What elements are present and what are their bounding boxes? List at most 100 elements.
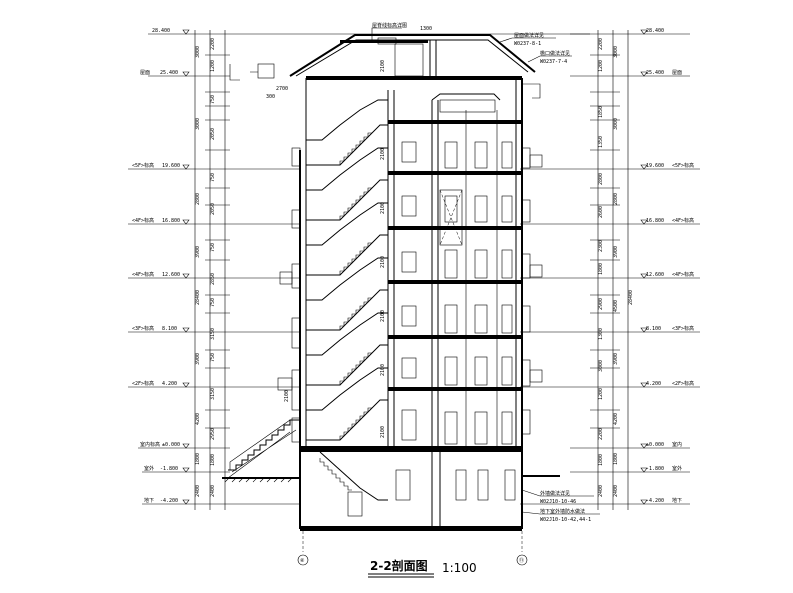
callout-ridge: 屋脊线标高详图	[372, 22, 407, 29]
left-dim-outer-0: 3000	[195, 46, 201, 58]
axis-bubble-right	[516, 554, 528, 566]
left-elev-prefix-4f-a: <4F>标高	[132, 217, 154, 224]
right-dim-inner-12: 2200	[598, 428, 604, 440]
right-dim-inner-10: 3000	[598, 360, 604, 372]
right-elev-suffix-2f: <2F>标高	[672, 380, 694, 387]
right-elev-suffix-4f-b: <4F>标高	[672, 271, 694, 278]
room-openings	[401, 141, 513, 445]
right-dim-outer-3: 2800	[613, 193, 619, 205]
stair-flights	[306, 99, 388, 517]
level-reference-lines	[230, 33, 590, 505]
left-elev-12600: 12.600	[162, 272, 180, 278]
right-elev-0000: ±0.000	[646, 442, 664, 448]
floor-dim-0: 2100	[380, 60, 386, 72]
roof	[229, 34, 541, 113]
right-elev-suffix-basement: 地下	[672, 497, 682, 504]
right-dim-inner-5: 2600	[598, 206, 604, 218]
left-dim-outer-9: 2400	[195, 485, 201, 497]
misc-dim-2700: 2700	[276, 86, 288, 92]
right-dim-inner-7: 1800	[598, 263, 604, 275]
callout-basement: 地下室外墙防水做法	[540, 508, 585, 515]
left-dim-inner-8: 750	[210, 298, 216, 307]
left-dim-inner-11: 3150	[210, 388, 216, 400]
left-elev-0000: ±0.000	[162, 442, 180, 448]
callout-wall-ref: W02J10-10-46	[540, 499, 576, 505]
drawing-title: 2-2剖面图 1:100	[368, 558, 477, 578]
left-dimension-chains: 3000 3000 2800 3900 28400 3900 4200 1800…	[190, 30, 230, 510]
floor-dim-2: 2100	[380, 202, 386, 214]
right-dim-inner-3: 1350	[598, 136, 604, 148]
right-elev-suffix-outdoor: 室外	[672, 465, 682, 472]
left-elev-19600: 19.600	[162, 163, 180, 169]
title-text: 2-2剖面图	[370, 558, 428, 573]
left-dim-inner-12: 2950	[210, 428, 216, 440]
right-elev-suffix-5f: <5F>标高	[672, 162, 694, 169]
left-dim-outer-7: 4200	[195, 413, 201, 425]
left-elev-prefix-2f: <2F>标高	[132, 380, 154, 387]
floor-dim-3: 2100	[380, 256, 386, 268]
axis-lines: ⑥ ⑪	[297, 531, 528, 566]
left-dim-inner-3: 2050	[210, 128, 216, 140]
right-dim-inner-4: 2800	[598, 173, 604, 185]
left-dim-inner-5: 2050	[210, 203, 216, 215]
right-elev-m4200: -4.200	[646, 498, 664, 504]
left-elev-prefix-gf: 室内标高	[140, 441, 160, 448]
right-elev-suffix-3f: <3F>标高	[672, 325, 694, 332]
right-elev-suffix-4f-a: <4F>标高	[672, 217, 694, 224]
left-elev-25400: 25.400	[160, 70, 178, 76]
left-elev-prefix-3f: <3F>标高	[132, 325, 154, 332]
right-dim-inner-6: 2300	[598, 240, 604, 252]
right-elev-4200: 4.200	[646, 381, 661, 387]
callout-eave-ref: W0237-7-4	[540, 59, 567, 65]
entrance-stair	[227, 419, 300, 479]
callout-roof-ref: W0237-8-1	[514, 41, 541, 47]
left-elevation-labels: 28.400 屋面 25.400 <5F>标高 19.600 <4F>标高 16…	[132, 28, 180, 504]
floor-slabs	[300, 40, 522, 450]
right-elev-25400: 25.400	[646, 70, 664, 76]
basement	[299, 448, 523, 531]
left-dim-inner-9: 3150	[210, 328, 216, 340]
left-elev-m4200: -4.200	[160, 498, 178, 504]
right-elev-28400: 28.400	[646, 28, 664, 34]
right-elev-8100: 8.100	[646, 326, 661, 332]
floor-dim-1: 2100	[380, 148, 386, 160]
left-elev-prefix-5f: <5F>标高	[132, 162, 154, 169]
main-walls	[299, 78, 523, 452]
right-dimension-chains: 2200 1200 1850 1350 2800 2600 2300 1800 …	[570, 30, 640, 510]
left-dim-inner-2: 750	[210, 95, 216, 104]
left-dim-outer-8: 1800	[195, 453, 201, 465]
right-dim-outer-9: 2400	[613, 485, 619, 497]
right-elevation-labels: 28.400 25.400 屋面 19.600 <5F>标高 16.800 <4…	[646, 28, 694, 504]
right-dim-outer-8: 1800	[613, 453, 619, 465]
right-dim-inner-1: 1200	[598, 60, 604, 72]
right-dim-total: 28400	[628, 290, 634, 305]
floor-dim-4: 2100	[380, 310, 386, 322]
right-dim-outer-4: 3900	[613, 246, 619, 258]
right-elev-12600: 12.600	[646, 272, 664, 278]
left-elev-16800: 16.800	[162, 218, 180, 224]
right-dim-outer-6: 3900	[613, 353, 619, 365]
axis-label-left: ⑥	[300, 558, 305, 564]
left-dim-inner-10: 750	[210, 353, 216, 362]
callout-eave: 檐口做法详见	[540, 50, 570, 57]
axis-bubble-left	[297, 554, 309, 566]
left-elev-8100: 8.100	[162, 326, 177, 332]
right-dim-inner-2: 1850	[598, 106, 604, 118]
left-elev-28400: 28.400	[152, 28, 170, 34]
left-dim-outer-3: 2800	[195, 193, 201, 205]
right-elevation-markers	[640, 29, 700, 505]
left-elev-prefix-4f-b: <4F>标高	[132, 271, 154, 278]
floor-dimension-texts: 2100 2100 2100 2100 2100 2100 2100 2100 …	[266, 26, 432, 438]
left-dim-inner-4: 750	[210, 173, 216, 182]
left-facade-windows	[277, 147, 301, 443]
scale-text: 1:100	[442, 561, 477, 575]
right-elev-suffix-roof: 屋面	[672, 70, 682, 76]
axis-label-right: ⑪	[519, 557, 524, 564]
left-elev-prefix-outdoor: 室外	[144, 465, 154, 472]
right-dim-inner-8: 2900	[598, 298, 604, 310]
left-dim-outer-1: 3000	[195, 118, 201, 130]
left-elev-prefix-roof: 屋面	[140, 70, 150, 76]
right-dim-inner-11: 1200	[598, 388, 604, 400]
ground-line	[222, 475, 560, 483]
